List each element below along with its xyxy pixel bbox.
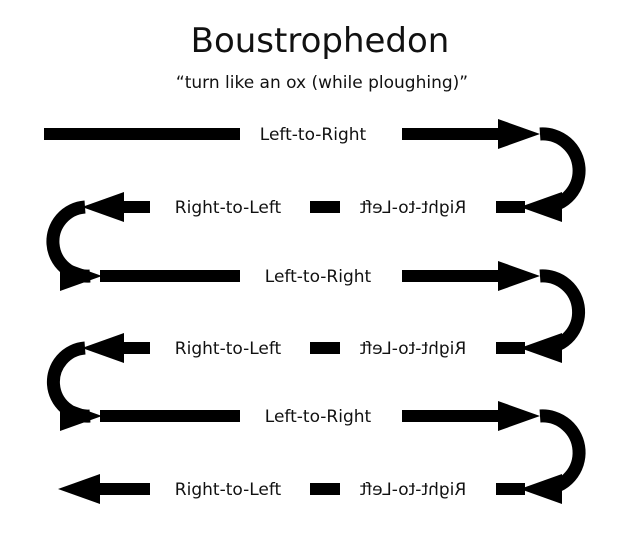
diagram-title: Boustrophedon [191,21,450,61]
arrow-shaft [496,201,525,213]
arrow-shaft [100,410,240,422]
arrowhead-left-icon [520,474,562,504]
row-label: Right-to-Left [175,339,282,359]
arrow-shaft [402,128,500,140]
arrowhead-left-icon [520,333,562,363]
mirrored-row-label: Right-to-Left [359,339,466,359]
arrow-shaft [402,410,500,422]
arrowhead-right-icon [498,261,540,291]
arrow-shaft [496,483,525,495]
arrowhead-left-icon [520,192,562,222]
arrow-shaft [310,201,340,213]
arrowhead-left-icon [58,474,100,504]
arrow-shaft [496,342,525,354]
row-label: Left-to-Right [265,407,372,427]
arrowhead-right-icon [498,119,540,149]
arrow-shaft [95,483,150,495]
row-label: Right-to-Left [175,480,282,500]
row-label: Right-to-Left [175,198,282,218]
arrow-shaft [44,128,240,140]
arrow-shaft [310,342,340,354]
arrowhead-right-icon [498,401,540,431]
arrowhead-right-icon [60,401,102,431]
row-label: Left-to-Right [265,267,372,287]
arrow-shaft [310,483,340,495]
arrow-shaft [100,270,240,282]
mirrored-row-label: Right-to-Left [359,480,466,500]
arrow-shaft [402,270,500,282]
arrowhead-left-icon [82,192,124,222]
arrowhead-right-icon [60,261,102,291]
diagram-subtitle: “turn like an ox (while ploughing)” [176,73,468,93]
arrowhead-left-icon [82,333,124,363]
mirrored-row-label: Right-to-Left [359,198,466,218]
row-label: Left-to-Right [260,125,367,145]
